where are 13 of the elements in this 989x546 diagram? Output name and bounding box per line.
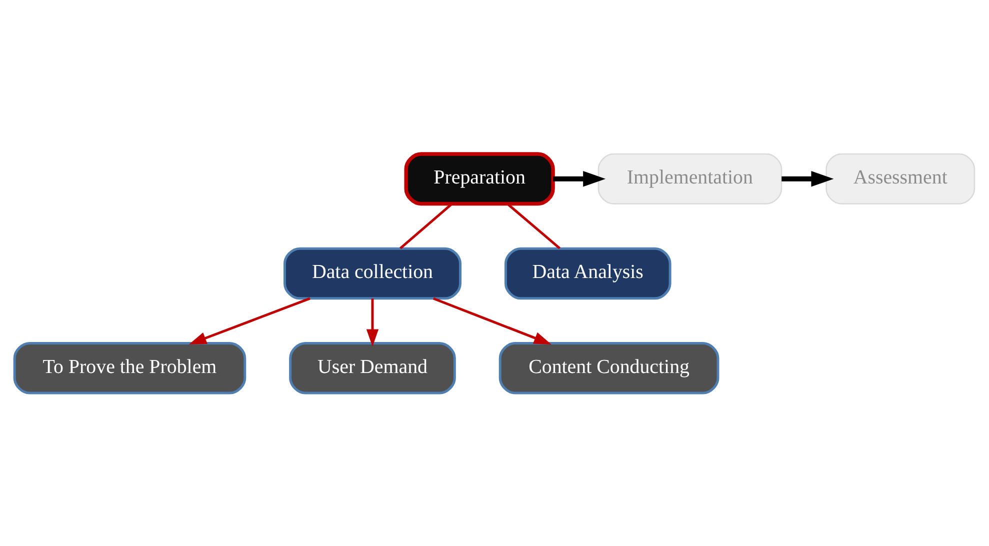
node-box: Preparation: [404, 152, 555, 206]
node-box: Content Conducting: [498, 341, 720, 394]
node-box: To Prove the Problem: [13, 341, 246, 394]
arrow: [782, 170, 834, 186]
arrow: [432, 296, 552, 344]
node-box: Data collection: [283, 246, 462, 300]
arrow: [553, 170, 606, 186]
arrow: [366, 298, 379, 346]
arrow: [188, 296, 310, 344]
node-box: User Demand: [289, 341, 456, 394]
node-box: Implementation: [598, 152, 782, 204]
node-box: Data Analysis: [504, 246, 672, 300]
node-box: Assessment: [826, 152, 976, 204]
